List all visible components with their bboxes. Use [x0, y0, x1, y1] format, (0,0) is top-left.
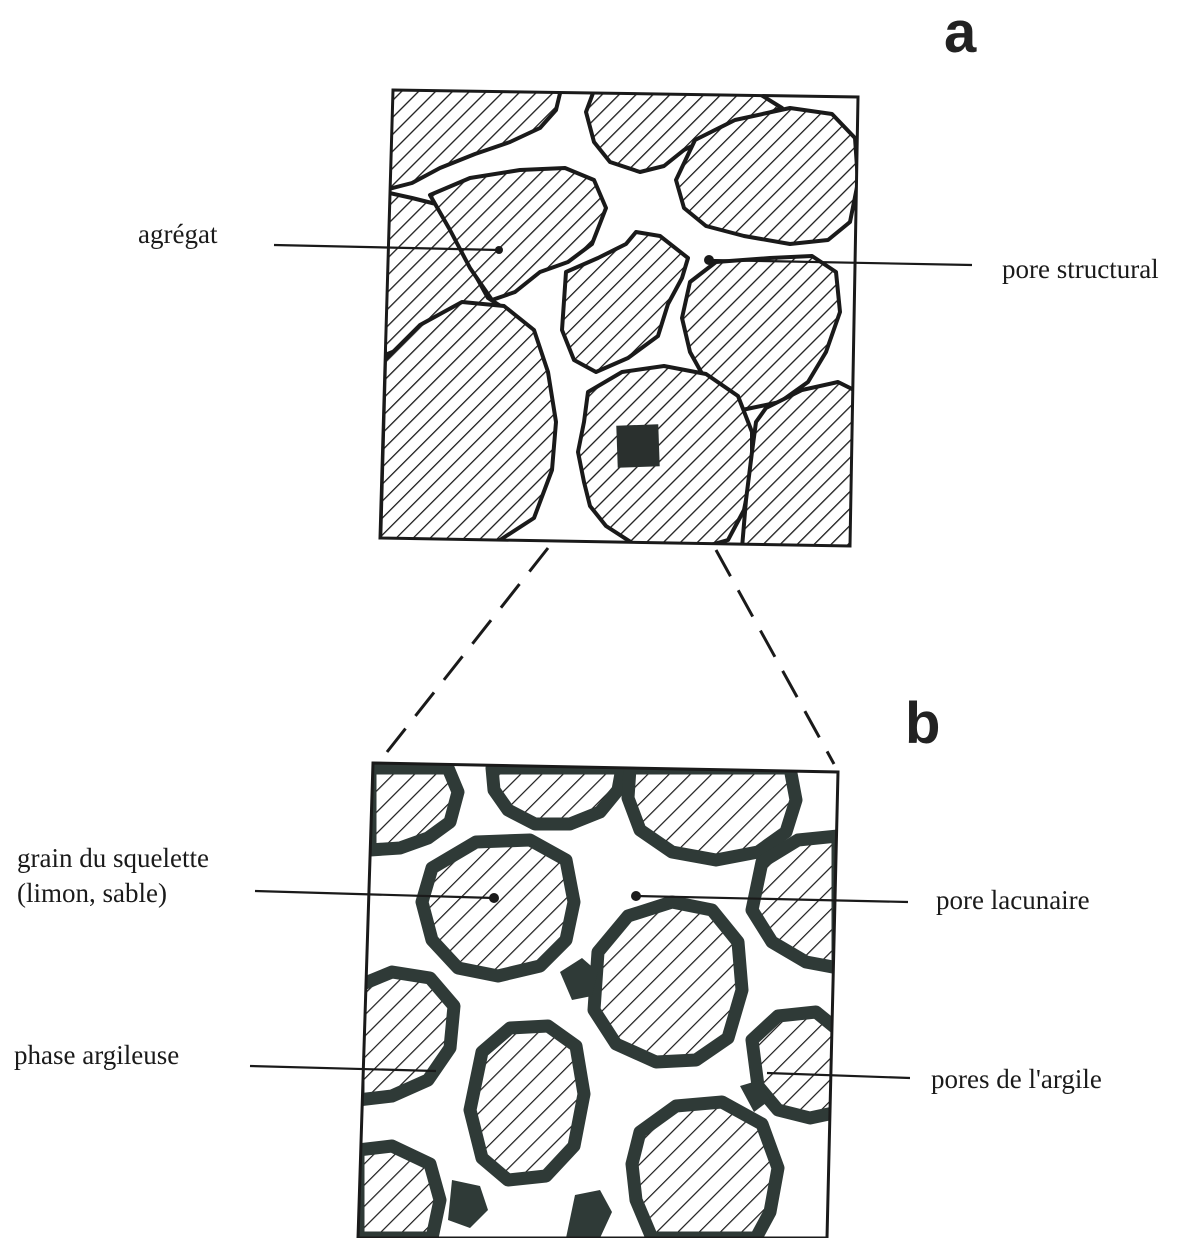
zoom-connector: [387, 548, 834, 764]
skeleton-grain: [752, 836, 838, 968]
skeleton-grain: [628, 768, 796, 860]
aggregate-bottom-left: [380, 302, 556, 548]
aggregate-bottom-center: [578, 366, 752, 548]
clay-bridge: [448, 1180, 488, 1228]
clay-bridge: [566, 1190, 612, 1238]
skeleton-grain: [422, 840, 574, 976]
skeleton-grain: [370, 768, 458, 850]
skeleton-grain: [492, 768, 622, 824]
label-grain-line1: grain du squelette: [17, 843, 209, 873]
zoom-line-right: [716, 550, 834, 764]
panel-a-letter: a: [944, 0, 977, 65]
skeleton-grain: [594, 902, 742, 1062]
leader-pore-structural-dot: [704, 255, 714, 265]
leader-agregat-dot: [495, 246, 503, 254]
skeleton-grain: [358, 1146, 440, 1238]
label-pore-lacunaire: pore lacunaire: [936, 885, 1090, 915]
panel-a-aggregates: [380, 85, 858, 548]
leader-pore-lacunaire-dot: [631, 891, 641, 901]
panel-b-texture: [358, 768, 838, 1238]
label-agregat: agrégat: [138, 219, 218, 249]
zoom-line-left: [387, 548, 548, 752]
label-pore-structural: pore structural: [1002, 254, 1159, 284]
label-pores-argile: pores de l'argile: [931, 1064, 1102, 1094]
label-phase-argileuse: phase argileuse: [14, 1040, 179, 1070]
skeleton-grain: [632, 1102, 778, 1238]
leader-grain-dot: [489, 893, 499, 903]
skeleton-grain: [470, 1026, 584, 1180]
zoom-window-marker: [616, 424, 659, 467]
skeleton-grain: [358, 972, 454, 1100]
label-grain-line2: (limon, sable): [17, 878, 167, 908]
panel-b-letter: b: [905, 691, 940, 756]
